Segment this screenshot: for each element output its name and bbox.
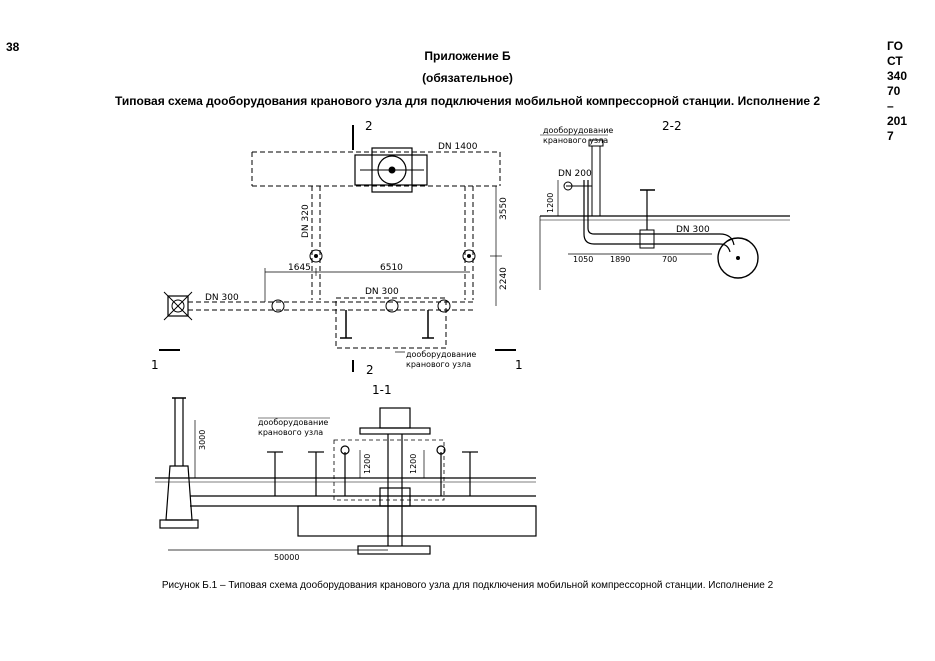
label-dn200: DN 200: [558, 169, 592, 179]
dim-1890: 1890: [610, 255, 630, 264]
doc-code-line: 201: [887, 114, 908, 128]
page-number: 38: [6, 40, 20, 54]
section-1-1-labels: 1-1 дооборудование кранового узла 3000 1…: [198, 383, 418, 562]
dim-700: 700: [662, 255, 677, 264]
section-2-2-labels: 2-2 дооборудование кранового узла DN 200…: [543, 119, 710, 264]
retrofit-label-2: кранового узла: [543, 136, 608, 145]
doc-code-line: ГО: [887, 39, 903, 53]
label-dn300: DN 300: [676, 225, 710, 235]
retrofit-label-1: дооборудование: [543, 126, 613, 135]
dim-3550: 3550: [499, 197, 509, 220]
label-dn320: DN 320: [301, 204, 311, 238]
retrofit-label-2: кранового узла: [406, 360, 471, 369]
section-1-right: 1: [515, 358, 523, 372]
figure-caption: Рисунок Б.1 – Типовая схема дооборудован…: [161, 580, 774, 591]
appendix-status: (обязательное): [422, 71, 513, 85]
label-dn300-mid: DN 300: [365, 287, 399, 297]
section-1-1: [155, 397, 537, 555]
dim-3000: 3000: [198, 430, 207, 450]
document-code: ГО СТ 340 70 – 201 7: [887, 39, 927, 144]
retrofit-label-2: кранового узла: [258, 428, 323, 437]
dim-1200-b: 1200: [409, 454, 418, 474]
retrofit-label-1: дооборудование: [258, 418, 328, 427]
doc-code-line: –: [887, 99, 894, 113]
dim-6510: 6510: [380, 263, 403, 273]
doc-code-line: СТ: [887, 54, 903, 68]
label-dn300-left: DN 300: [205, 293, 239, 303]
dim-1645: 1645: [288, 263, 311, 273]
appendix-title: Приложение Б: [424, 49, 511, 63]
section-2-2-title: 2-2: [662, 119, 682, 133]
plan-view: [159, 125, 516, 372]
section-2-top: 2: [365, 119, 373, 133]
dim-50000: 50000: [274, 553, 299, 562]
section-1-1-title: 1-1: [372, 383, 392, 397]
dim-1050: 1050: [573, 255, 593, 264]
dim-2240: 2240: [499, 267, 509, 290]
plan-view-labels: DN 1400 DN 320 DN 300 DN 300 1645 6510 3…: [151, 119, 523, 377]
dim-1200: 1200: [546, 193, 555, 213]
section-2-bottom: 2: [366, 363, 374, 377]
label-dn1400: DN 1400: [438, 142, 478, 152]
doc-code-line: 340: [887, 69, 908, 83]
section-2-2: [539, 134, 790, 290]
retrofit-label-1: дооборудование: [406, 350, 476, 359]
drawing-title: Типовая схема дооборудования кранового у…: [114, 94, 821, 108]
section-1-left: 1: [151, 358, 159, 372]
doc-code-line: 70: [887, 84, 901, 98]
dim-1200-a: 1200: [363, 454, 372, 474]
doc-code-line: 7: [887, 129, 894, 143]
